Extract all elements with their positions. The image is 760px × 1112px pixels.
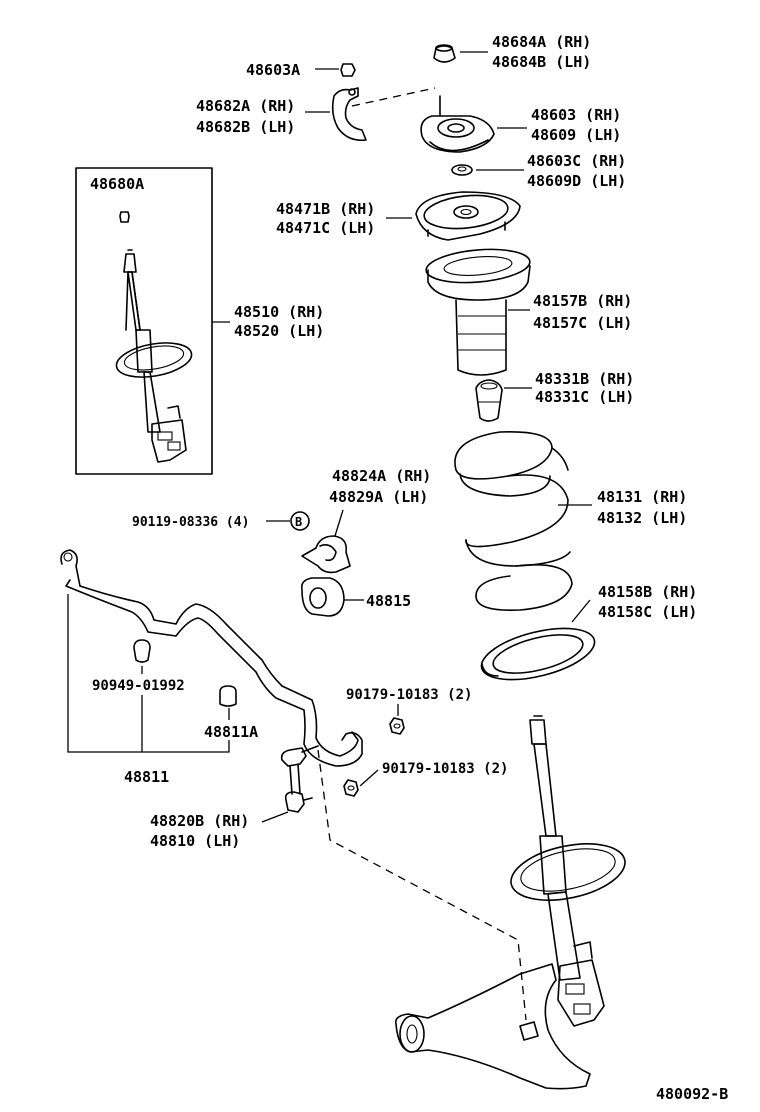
label-48331b: 48331B (RH) [535, 370, 634, 388]
label-90179-upper: 90179-10183 (2) [346, 687, 472, 703]
label-48684a: 48684A (RH) [492, 33, 591, 51]
label-48811a: 48811A [204, 723, 258, 741]
lower-spring-insulator-48158b [480, 627, 596, 681]
dust-boot-48157b [425, 248, 531, 376]
bracket-48682a [331, 87, 367, 142]
label-48609d: 48609D (LH) [527, 172, 626, 190]
label-48829a: 48829A (LH) [329, 488, 428, 506]
lower-suspension-arm [394, 963, 591, 1090]
suspension-support-48603 [420, 95, 495, 153]
label-48331c: 48331C (LH) [535, 388, 634, 406]
label-90949: 90949-01992 [92, 678, 185, 694]
label-48158c: 48158C (LH) [598, 603, 697, 621]
strut-assembly-box [75, 167, 213, 475]
label-48471c: 48471C (LH) [276, 219, 375, 237]
label-90179-lower: 90179-10183 (2) [382, 761, 508, 777]
marker-b: B [295, 515, 302, 529]
label-48158b: 48158B (RH) [598, 583, 697, 601]
stabilizer-bar-48811 [60, 549, 363, 767]
label-48131: 48131 (RH) [597, 488, 687, 506]
label-48682b: 48682B (LH) [196, 118, 295, 136]
label-48510: 48510 (RH) [234, 303, 324, 321]
bushing-90949 [133, 639, 151, 663]
nut-90179-upper [389, 717, 405, 735]
bushing-48811a [219, 685, 237, 707]
label-48820b: 48820B (RH) [150, 812, 249, 830]
marker-b-circle [290, 511, 310, 531]
stabilizer-link-48820b [280, 745, 319, 813]
strut-assembly-lower [510, 715, 626, 1027]
coil-spring-48131 [454, 431, 573, 612]
label-48603a: 48603A [246, 61, 300, 79]
label-48157c: 48157C (LH) [533, 314, 632, 332]
washer-48603c [451, 164, 473, 176]
label-48680a: 48680A [90, 175, 144, 193]
label-48132: 48132 (LH) [597, 509, 687, 527]
label-48603c: 48603C (RH) [527, 152, 626, 170]
label-48682a: 48682A (RH) [196, 97, 295, 115]
label-48810: 48810 (LH) [150, 832, 240, 850]
nut-90179-lower [343, 779, 359, 797]
label-48157b: 48157B (RH) [533, 292, 632, 310]
stabilizer-bracket-48824a [301, 535, 351, 574]
label-48603: 48603 (RH) [531, 106, 621, 124]
label-48609: 48609 (LH) [531, 126, 621, 144]
label-48471b: 48471B (RH) [276, 200, 375, 218]
label-48815: 48815 [366, 592, 411, 610]
label-48811: 48811 [124, 768, 169, 786]
label-48684b: 48684B (LH) [492, 53, 591, 71]
strut-mount-cap [433, 44, 456, 63]
label-90119: 90119-08336 (4) [132, 515, 249, 530]
label-48824a: 48824A (RH) [332, 467, 431, 485]
stabilizer-bushing-48815 [300, 577, 345, 617]
upper-spring-seat-48471b [415, 191, 521, 241]
shock-absorber-48510 [115, 249, 193, 463]
label-48520: 48520 (LH) [234, 322, 324, 340]
nut-48680a [119, 211, 130, 223]
bump-stopper-48331b [475, 379, 503, 422]
nut-48603a [340, 63, 356, 77]
diagram-id: 480092-B [656, 1085, 728, 1103]
